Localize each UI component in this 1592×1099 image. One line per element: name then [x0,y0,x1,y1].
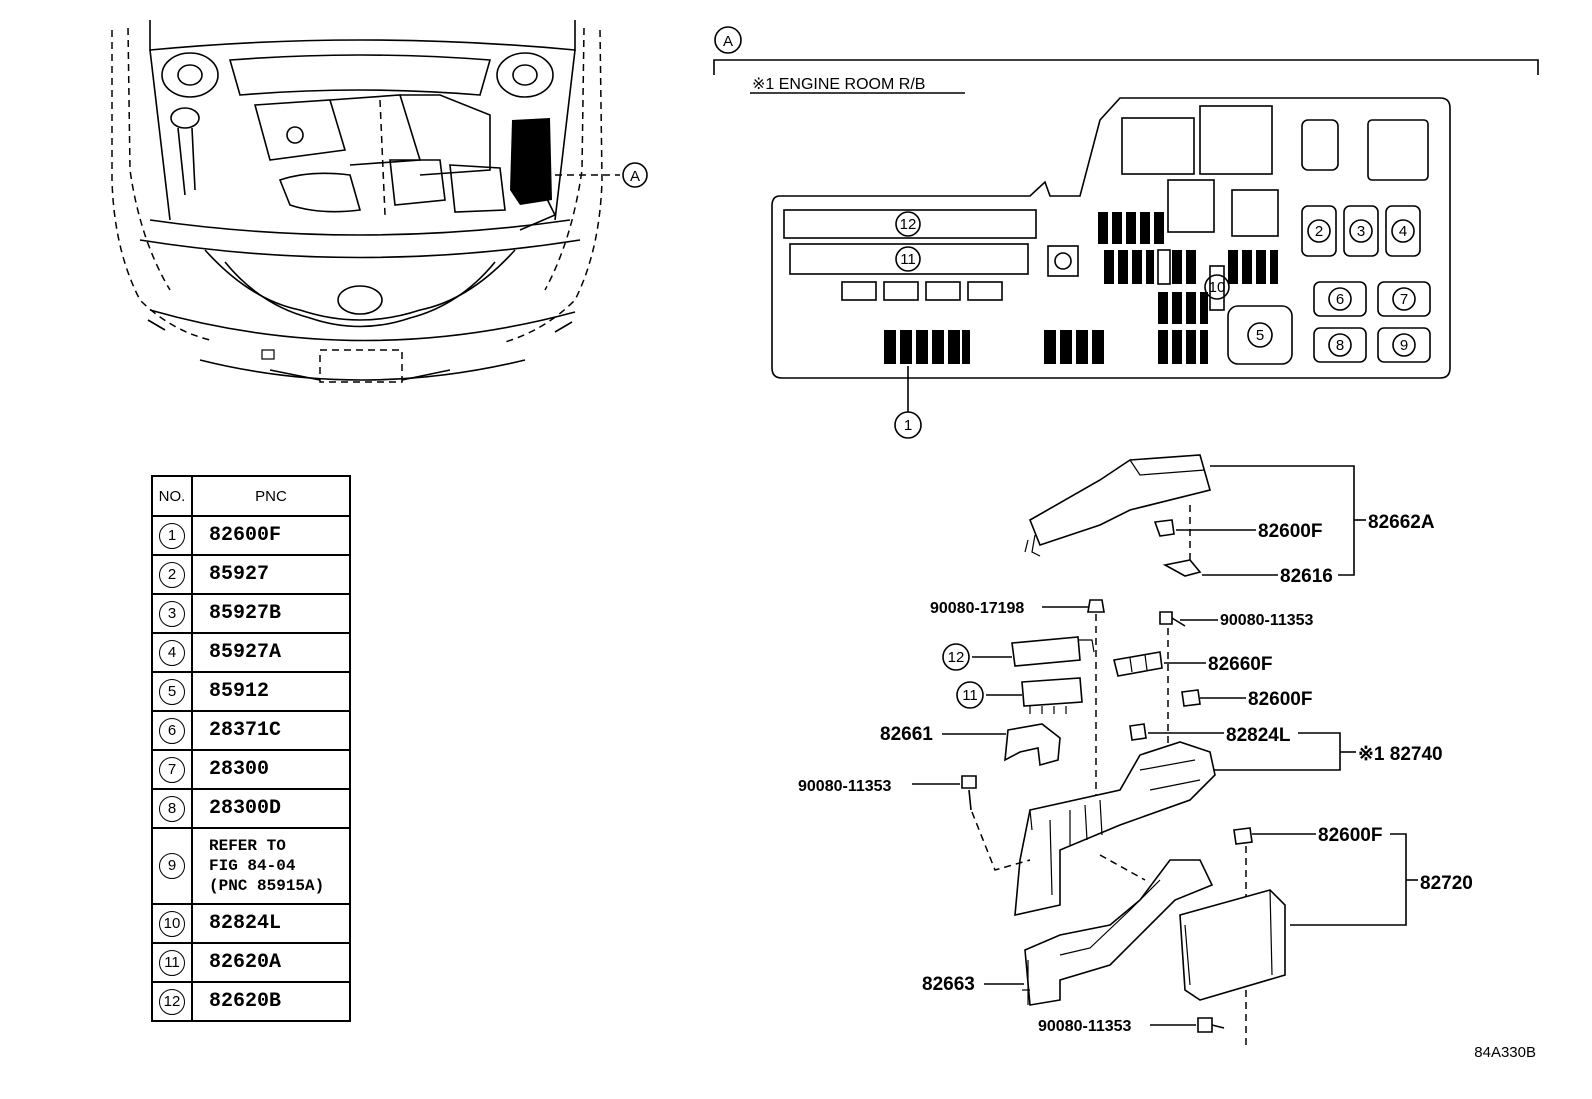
exploded-label-11: 11 [962,687,978,704]
row-pnc: REFER TO FIG 84-04 (PNC 85915A) [191,827,351,905]
part-90080-11353-bottom: 90080-11353 [1038,1018,1132,1035]
row-number: 10 [159,910,185,937]
header-pnc: PNC [191,475,351,517]
row-number: 5 [159,678,185,705]
part-82720: 82720 [1420,873,1473,894]
part-90080-11353-top: 90080-11353 [1220,612,1314,629]
part-82662A: 82662A [1368,512,1435,533]
part-82660F: 82660F [1208,654,1272,675]
fuse-label-3: 3 [1357,223,1365,240]
exploded-label-12: 12 [948,649,965,666]
figure-code: 84A330B [1474,1044,1536,1061]
part-82616: 82616 [1280,566,1333,587]
row-pnc: 28371C [191,710,351,751]
part-82824L: 82824L [1226,725,1291,746]
row-pnc: 85912 [191,671,351,712]
table-row: 9 REFER TO FIG 84-04 (PNC 85915A) [151,827,351,905]
part-82740: ※1 82740 [1358,744,1443,765]
row-number: 1 [159,522,185,549]
row-number: 2 [159,561,185,588]
part-82663: 82663 [922,974,975,995]
table-row: 6 28371C [151,710,351,751]
table-row: 8 28300D [151,788,351,829]
exploded-parts-view: 82600F 82616 82662A 90080-17198 90080-11… [798,454,1473,1050]
engine-bay-illustration: A [111,20,648,383]
callout-a-car: A [630,168,640,185]
pnc-table: NO. PNC 1 82600F 2 85927 3 85927B 4 8592… [151,475,351,1022]
row-pnc: 85927B [191,593,351,634]
table-row: 1 82600F [151,515,351,556]
row-pnc: 82824L [191,903,351,944]
table-row: 4 85927A [151,632,351,673]
row-pnc: 82620A [191,942,351,983]
fuse-box-layout: 12 11 10 5 2 [771,97,1451,439]
row-number: 4 [159,639,185,666]
fuse-label-7: 7 [1400,291,1408,308]
part-82600F-top: 82600F [1258,521,1322,542]
part-82661: 82661 [880,724,933,745]
table-row: 12 82620B [151,981,351,1022]
row-pnc: 85927 [191,554,351,595]
fuse-label-9: 9 [1400,337,1408,354]
part-90080-17198: 90080-17198 [930,600,1024,617]
part-82600F-low: 82600F [1318,825,1382,846]
table-row: 7 28300 [151,749,351,790]
table-row: 2 85927 [151,554,351,595]
fuse-label-5: 5 [1256,327,1264,344]
row-number: 12 [159,988,185,1015]
row-pnc: 28300D [191,788,351,829]
row-number: 9 [159,853,185,879]
section-a: A ※1 ENGINE ROOM R/B [713,26,1539,94]
row-pnc: 82620B [191,981,351,1022]
header-no: NO. [151,475,193,517]
row-number: 7 [159,756,185,783]
part-90080-11353-left: 90080-11353 [798,778,892,795]
table-row: 3 85927B [151,593,351,634]
fuse-label-6: 6 [1336,291,1344,308]
row-number: 6 [159,717,185,744]
row-pnc: 85927A [191,632,351,673]
row-number: 11 [159,949,185,976]
fuse-label-11: 11 [900,251,916,268]
row-number: 3 [159,600,185,627]
row-pnc: 28300 [191,749,351,790]
callout-a-section: A [723,33,733,50]
fuse-label-1: 1 [904,417,912,434]
section-title: ※1 ENGINE ROOM R/B [752,76,925,93]
fuse-label-8: 8 [1336,337,1344,354]
fuse-label-10: 10 [1209,279,1226,296]
table-row: 11 82620A [151,942,351,983]
row-pnc: 82600F [191,515,351,556]
part-82600F-mid: 82600F [1248,689,1312,710]
table-row: 5 85912 [151,671,351,712]
row-number: 8 [159,795,185,822]
table-row: 10 82824L [151,903,351,944]
table-header-row: NO. PNC [151,475,351,517]
fuse-label-2: 2 [1315,223,1323,240]
fuse-label-12: 12 [900,216,917,233]
fuse-label-4: 4 [1399,223,1407,240]
